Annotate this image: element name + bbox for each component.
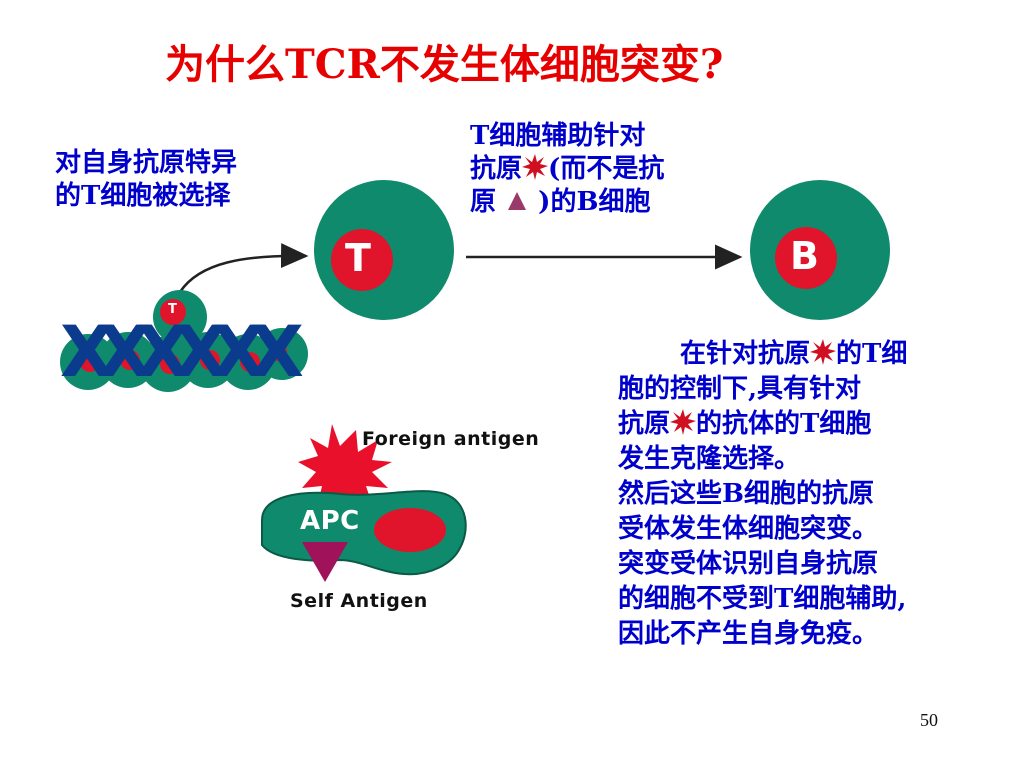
foreign-antigen-icon: [522, 154, 549, 180]
left-label-text: 细胞被选择: [100, 181, 231, 211]
explanation-fragment: 细胞辅助,: [793, 584, 907, 614]
b-cell-label: B: [790, 234, 820, 278]
t-cell-small: [153, 290, 207, 344]
left-label-line1: 对自身抗原特异: [55, 148, 238, 178]
explanation-letter: T: [774, 584, 794, 614]
explanation-line: 发生克隆选择。: [618, 444, 801, 474]
top-label-line1: T细胞辅助针对: [470, 120, 664, 153]
self-antigen-triangle-icon: [508, 192, 527, 210]
left-label-line2: 的T细胞被选择: [55, 180, 237, 213]
top-label: T细胞辅助针对 抗原 (而不是抗 原 )的B细胞: [470, 120, 664, 219]
explanation-letter: B: [722, 479, 744, 509]
t-cell-large: [314, 180, 454, 320]
apc-cell: [261, 424, 467, 582]
left-label-letter: T: [81, 181, 101, 211]
explanation-fragment: 细胞: [819, 409, 872, 439]
b-cell-large: [750, 180, 890, 320]
explanation-line: 然后这些B细胞的抗原: [618, 477, 907, 512]
explanation-fragment: 然后这些: [618, 479, 723, 509]
explanation-line: 突变受体识别自身抗原: [618, 549, 879, 579]
explanation-fragment: 的细胞不受到: [618, 584, 775, 614]
explanation-letter: T: [800, 409, 820, 439]
self-antigen-shape: [302, 542, 348, 582]
left-label-text: 的: [55, 181, 82, 211]
top-label-text: )的: [538, 187, 577, 217]
explanation-line: 胞的控制下,具有针对: [618, 374, 862, 404]
left-label: 对自身抗原特异 的T细胞被选择: [55, 147, 237, 213]
t-cell-label: T: [345, 236, 372, 280]
explanation-letter: T: [862, 339, 882, 369]
explanation-fragment: 细胞的抗原: [744, 479, 875, 509]
explanation-text: 在针对抗原的T细 胞的控制下,具有针对 抗原的抗体的T细胞 发生克隆选择。 然后…: [618, 337, 907, 652]
apc-label: APC: [300, 506, 360, 536]
foreign-antigen-label: Foreign antigen: [362, 428, 540, 450]
foreign-antigen-icon: [810, 339, 837, 365]
explanation-line: 抗原的抗体的T细胞: [618, 407, 907, 442]
top-label-text: 细胞辅助针对: [489, 121, 646, 151]
explanation-fragment: 的: [836, 339, 863, 369]
deleted-cells-row: [60, 328, 308, 392]
top-label-letter: B: [576, 187, 599, 217]
self-antigen-label: Self Antigen: [290, 590, 428, 612]
slide-title: 为什么TCR不发生体细胞突变?: [165, 41, 724, 88]
foreign-antigen-shape: [298, 424, 392, 510]
explanation-fragment: 的抗体的: [696, 409, 801, 439]
top-label-text: 原: [470, 187, 497, 217]
top-label-text: 细胞: [598, 187, 651, 217]
deleted-x-marks: XXXXXX: [60, 311, 304, 393]
explanation-fragment: 抗原: [618, 409, 671, 439]
explanation-line: 因此不产生自身免疫。: [618, 619, 879, 649]
top-label-text: 抗原: [470, 154, 523, 184]
explanation-fragment: 在针对抗原: [680, 339, 811, 369]
top-label-letter: T: [470, 121, 490, 151]
explanation-line: 的细胞不受到T细胞辅助,: [618, 582, 907, 617]
top-label-line3: 原 )的B细胞: [470, 186, 664, 219]
explanation-line: 受体发生体细胞突变。: [618, 514, 879, 544]
page-number: 50: [920, 710, 938, 730]
selection-arrow: [178, 243, 309, 293]
t-cell-small-label: T: [168, 302, 178, 317]
top-label-text: (而不是抗: [548, 154, 665, 184]
explanation-line: 在针对抗原的T细: [618, 337, 907, 372]
foreign-antigen-icon: [670, 409, 697, 435]
top-label-line2: 抗原 (而不是抗: [470, 153, 664, 186]
explanation-fragment: 细: [881, 339, 908, 369]
